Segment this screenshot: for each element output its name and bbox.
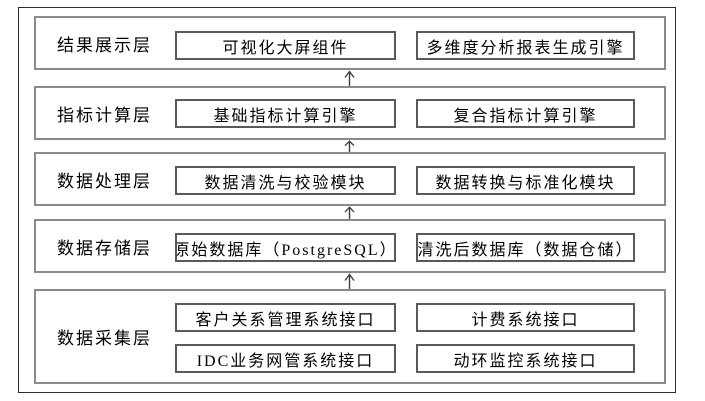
- layer-label: 结果展示层: [57, 35, 152, 55]
- node-raw-database-postgresql: 原始数据库（PostgreSQL）: [175, 233, 396, 262]
- node-visualization-bigscreen: 可视化大屏组件: [175, 31, 396, 60]
- layer-data-processing: 数据处理层 数据清洗与校验模块 数据转换与标准化模块: [34, 152, 666, 206]
- node-transform-standardize-module: 数据转换与标准化模块: [416, 166, 635, 195]
- node-cleaned-database-warehouse: 清洗后数据库（数据仓储）: [416, 233, 635, 262]
- layer-label: 数据存储层: [57, 238, 152, 258]
- layer-label: 数据采集层: [57, 329, 152, 348]
- layer-data-collection: 数据采集层 客户关系管理系统接口 计费系统接口 IDC业务网管系统接口 动环监控…: [34, 289, 666, 384]
- node-crm-interface: 客户关系管理系统接口: [175, 303, 396, 332]
- node-multidim-report-engine: 多维度分析报表生成引擎: [416, 31, 635, 60]
- layer-label: 数据处理层: [57, 171, 152, 191]
- layer-data-storage: 数据存储层 原始数据库（PostgreSQL） 清洗后数据库（数据仓储）: [34, 219, 666, 273]
- node-basic-indicator-engine: 基础指标计算引擎: [175, 99, 396, 128]
- node-composite-indicator-engine: 复合指标计算引擎: [416, 99, 635, 128]
- node-cleaning-validation-module: 数据清洗与校验模块: [175, 166, 396, 195]
- arrow-up-icon: [343, 70, 356, 86]
- node-billing-interface: 计费系统接口: [416, 303, 635, 332]
- arrow-up-icon: [343, 273, 356, 289]
- layer-result-display: 结果展示层 可视化大屏组件 多维度分析报表生成引擎: [34, 16, 666, 70]
- arrow-up-icon: [343, 140, 356, 152]
- layer-label: 指标计算层: [57, 105, 152, 125]
- node-idc-network-mgmt-interface: IDC业务网管系统接口: [175, 344, 396, 373]
- arrow-up-icon: [343, 206, 356, 219]
- node-env-monitoring-interface: 动环监控系统接口: [416, 344, 635, 373]
- layer-indicator-computation: 指标计算层 基础指标计算引擎 复合指标计算引擎: [34, 86, 666, 140]
